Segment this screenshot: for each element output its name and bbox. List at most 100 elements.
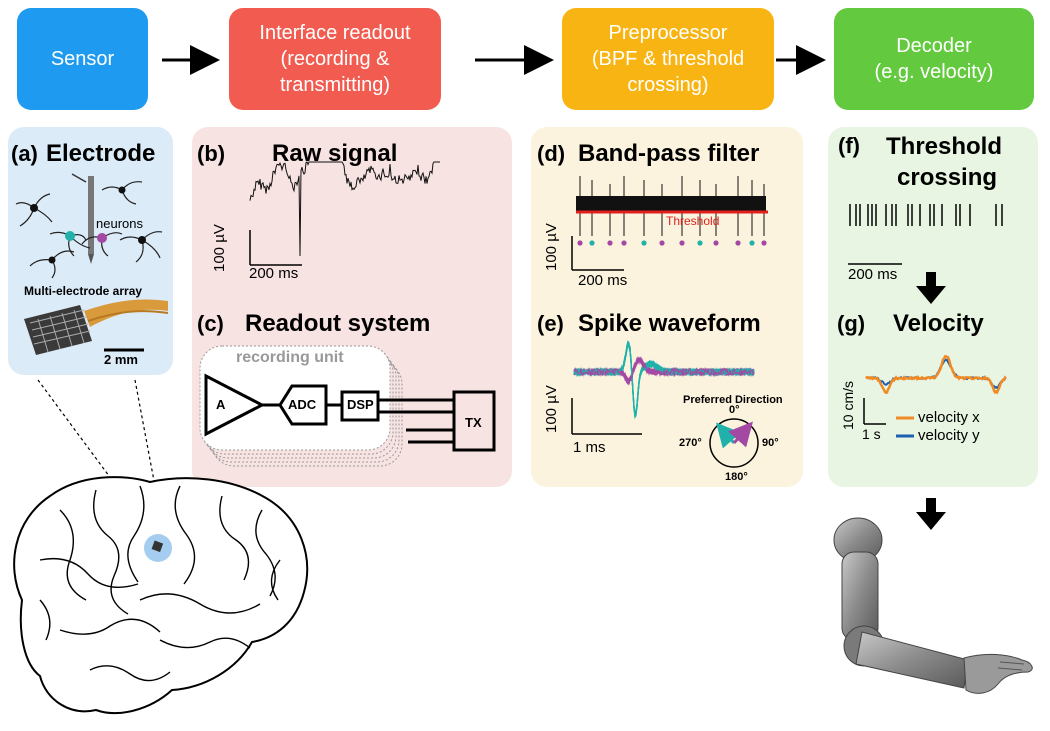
- compass-circle: [709, 418, 759, 468]
- bpf-spike-dot: [697, 240, 703, 246]
- panel-a-label: (a): [11, 141, 38, 166]
- array-label: Multi-electrode array: [24, 284, 143, 298]
- amplifier-block: [204, 373, 266, 437]
- bpf-spike-dot: [659, 240, 665, 246]
- velocity-y-scale-label: 10 cm/s: [840, 380, 856, 430]
- readout-system-diagram: [199, 345, 496, 467]
- dsp-block: [340, 390, 380, 422]
- panel-fg-background: [828, 127, 1038, 487]
- brain-outline: [13, 476, 309, 714]
- neuron-cell-4: [118, 186, 126, 194]
- bpf-spike-dot: [621, 240, 627, 246]
- adc-label: ADC: [288, 397, 317, 412]
- array-scale-label: 2 mm: [104, 352, 138, 367]
- panel-g-title: Velocity: [893, 310, 984, 337]
- legend-velocity-y: velocity y: [918, 427, 980, 444]
- stage-decoder: Decoder (e.g. velocity): [834, 8, 1034, 110]
- stage-sensor-label: Sensor: [50, 48, 115, 70]
- amplifier-label: A: [216, 397, 226, 412]
- legend-velocity-x: velocity x: [918, 409, 980, 426]
- panel-c-label: (c): [197, 311, 224, 336]
- panel-d-title: Band-pass filter: [578, 140, 760, 167]
- neuron-cell-1: [30, 204, 38, 212]
- stage-interface-readout: Interface readout (recording & transmitt…: [229, 8, 441, 110]
- bpf-y-scale-label: 100 µV: [543, 223, 560, 271]
- raster-x-scale-label: 200 ms: [848, 266, 898, 283]
- velocity-y-line: [865, 358, 1007, 390]
- stage-interface-line-3: transmitting): [279, 74, 391, 96]
- stage-interface-line-2: (recording &: [280, 48, 390, 70]
- bpf-spike-dot: [589, 240, 595, 246]
- recording-unit-label: recording unit: [236, 349, 344, 366]
- bandpass-plot: [571, 176, 768, 271]
- dsp-label: DSP: [347, 397, 374, 412]
- panel-b-label: (b): [197, 141, 226, 166]
- compass-180: 180°: [725, 471, 748, 483]
- neuron-cell-purple: [97, 233, 107, 243]
- stage-sensor: Sensor: [17, 8, 148, 110]
- purple-waveform: [573, 356, 755, 385]
- stage-preprocessor-line-2: (BPF & threshold: [591, 48, 745, 70]
- compass-0: 0°: [729, 404, 740, 416]
- arm-hand: [963, 653, 1033, 694]
- compass-90: 90°: [762, 437, 779, 449]
- panel-f-label: (f): [838, 133, 860, 158]
- panel-e-label: (e): [537, 311, 564, 336]
- tx-block: [452, 390, 496, 452]
- implanted-array: [151, 540, 164, 553]
- multi-electrode-array-image: [24, 299, 169, 355]
- neuron-cell-2: [138, 236, 146, 244]
- bpf-x-scale-label: 200 ms: [578, 272, 628, 289]
- stage-interface-line-1: Interface readout: [259, 22, 411, 44]
- recording-unit-box: [199, 345, 391, 451]
- panel-g-label: (g): [837, 311, 866, 336]
- connector-left: [37, 379, 153, 535]
- panel-e-title: Spike waveform: [578, 310, 761, 337]
- bpf-spike-dot: [735, 240, 741, 246]
- stage-preprocessor-line-3: crossing): [627, 74, 709, 96]
- bpf-spike-dot: [761, 240, 767, 246]
- preferred-direction-title: Preferred Direction: [683, 394, 783, 406]
- waveform-x-scale-label: 1 ms: [573, 439, 606, 456]
- panel-a-title: Electrode: [46, 140, 156, 167]
- velocity-x-scale-label: 1 s: [862, 426, 881, 442]
- preferred-direction-compass: [709, 418, 759, 468]
- raw-y-scale-label: 100 µV: [211, 224, 228, 272]
- down-arrow-f-to-g: [916, 272, 946, 304]
- bpf-spike-dot: [641, 240, 647, 246]
- robotic-arm-image: [833, 517, 1033, 694]
- panel-f-title-line-1: Threshold: [886, 133, 1003, 160]
- stage-decoder-line-1: Decoder: [896, 35, 972, 57]
- stage-preprocessor-line-1: Preprocessor: [608, 22, 728, 44]
- bpf-spike-dot: [679, 240, 685, 246]
- spike-waveform-plot: [571, 340, 755, 435]
- neurons-label: neurons: [96, 216, 143, 231]
- purple-direction-arrow: [728, 421, 753, 448]
- teal-direction-arrow: [716, 422, 741, 449]
- connector-right: [134, 379, 165, 535]
- compass-270: 270°: [679, 437, 702, 449]
- neuron-cell-teal: [65, 231, 75, 241]
- raw-signal-plot: [249, 161, 440, 266]
- spike-raster: [848, 204, 1003, 265]
- bpf-spike-dot: [577, 240, 583, 246]
- panel-de-background: [531, 127, 803, 487]
- raw-x-scale-label: 200 ms: [249, 265, 299, 282]
- neurons-illustration: [15, 173, 163, 279]
- waveform-y-scale-label: 100 µV: [543, 385, 560, 433]
- bpf-spike-dot: [749, 240, 755, 246]
- threshold-label: Threshold: [666, 214, 720, 228]
- tx-label: TX: [465, 415, 482, 430]
- velocity-chart: [863, 355, 1007, 438]
- down-arrow-g-to-arm: [916, 498, 946, 530]
- panel-c-title: Readout system: [245, 310, 431, 337]
- brain-illustration: [13, 379, 309, 714]
- panel-f-title-line-2: crossing: [897, 164, 998, 191]
- raw-signal-trace: [249, 161, 440, 257]
- array-scale-bar: [104, 348, 144, 352]
- arm-forearm: [855, 631, 969, 689]
- stage-decoder-line-2: (e.g. velocity): [874, 61, 994, 83]
- neuron-cell-3: [48, 256, 56, 264]
